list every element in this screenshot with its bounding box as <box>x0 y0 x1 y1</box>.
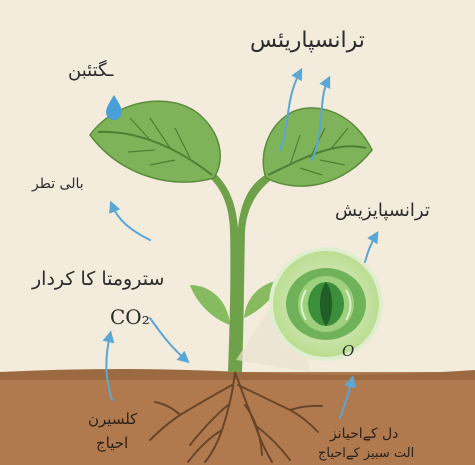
arrow-upper-surface <box>112 205 150 240</box>
label-soil-right-line2: الت سبیز کےاحیاج <box>318 446 414 461</box>
label-upper-surface: بالی تطر <box>32 176 84 192</box>
label-co2: CO₂ <box>110 305 150 329</box>
label-transpiration-right: ترانسپایزیش <box>335 200 430 221</box>
label-soil-left-line2: احیاج <box>96 434 128 452</box>
label-soil-left-line1: کلسیرن <box>88 410 137 428</box>
arrow-transpiration-right <box>365 235 376 262</box>
leaf-small-left <box>190 285 230 325</box>
label-transpiration-top: ترانسپاریئس <box>250 28 365 53</box>
label-soil-right-line1: دل کےاحیانز <box>330 426 398 442</box>
label-stomata-role: سترومتا کا کردار <box>32 268 164 290</box>
leaf-right <box>263 108 372 186</box>
label-stoma-letter: O <box>342 342 354 360</box>
arrow-co2-in <box>150 318 186 360</box>
water-drop <box>106 95 122 120</box>
stoma-closeup <box>271 249 381 359</box>
label-guttation: ـگتئبن <box>68 60 113 81</box>
